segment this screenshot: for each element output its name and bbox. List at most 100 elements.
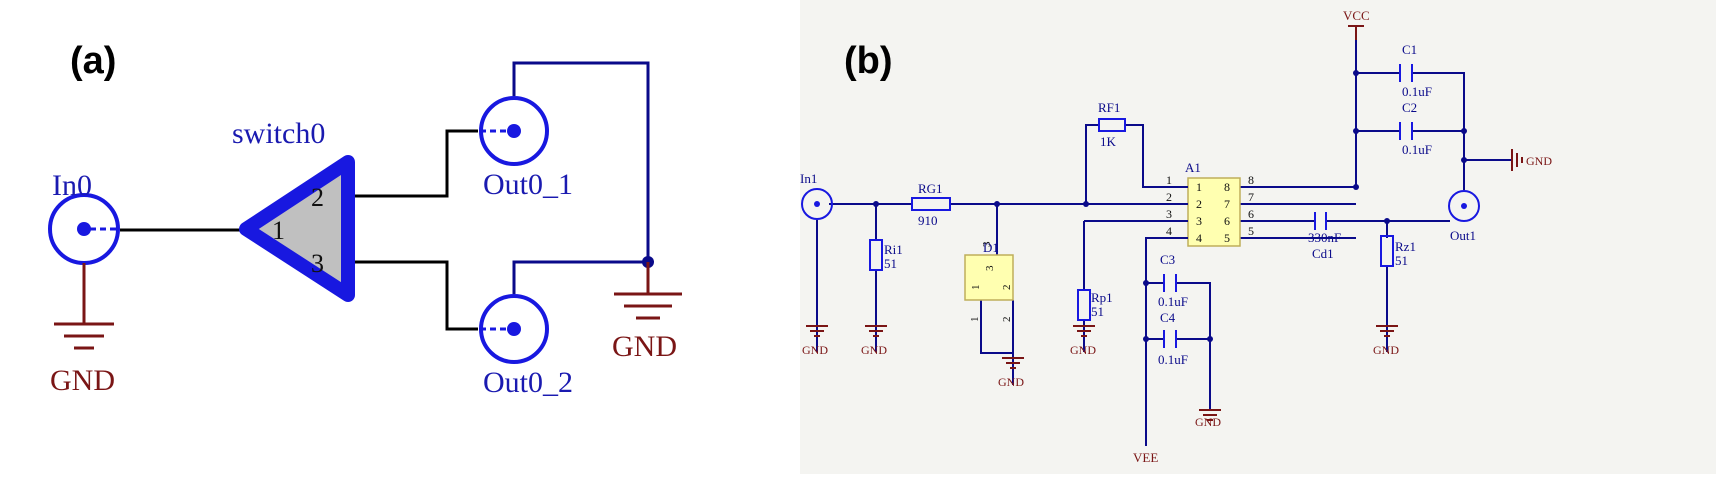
ic-inner-right-5: 5	[1224, 231, 1230, 245]
wire-out2-shield	[512, 260, 648, 294]
capacitor-c2	[1399, 122, 1413, 140]
gnd-symbols-b	[806, 149, 1523, 421]
connector-out0-1	[479, 96, 549, 166]
gnd-label-a1: GND	[50, 364, 115, 397]
cd1-name: Cd1	[1312, 246, 1334, 261]
ic-left-pin-4: 4	[1166, 224, 1172, 238]
rf1-value: 1K	[1100, 134, 1117, 149]
label-out0-1: Out0_1	[483, 168, 573, 201]
gnd-label-b3: GND	[998, 375, 1024, 389]
ic-inner-left-2: 2	[1196, 197, 1202, 211]
switch-pin-3: 3	[311, 249, 324, 278]
d1-name: D1	[983, 240, 999, 255]
gnd-b-d1	[1002, 357, 1024, 369]
vcc-label: VCC	[1343, 8, 1370, 23]
label-out1: Out1	[1450, 228, 1476, 243]
connector-out0-2	[479, 294, 549, 364]
rf1-name: RF1	[1098, 100, 1120, 115]
c3-value: 0.1uF	[1158, 294, 1188, 309]
panel-a: (a) In0 GND switch0	[0, 0, 800, 474]
capacitor-c3	[1163, 274, 1177, 292]
gnd-b-ri1	[865, 325, 887, 337]
d1-outer-pin-2: 2	[1001, 317, 1013, 323]
ic-left-pin-2: 2	[1166, 190, 1172, 204]
diode-d1	[964, 254, 1014, 301]
c2-name: C2	[1402, 100, 1417, 115]
resistor-rg1	[911, 197, 951, 211]
resistor-rp1	[1077, 289, 1091, 321]
gnd-symbol-a2	[614, 262, 682, 320]
ic-inner-left-3: 3	[1196, 214, 1202, 228]
gnd-b-rp1	[1073, 325, 1095, 337]
gnd-label-b2: GND	[861, 343, 887, 357]
rg1-name: RG1	[918, 181, 943, 196]
ic-right-pin-6: 6	[1248, 207, 1254, 221]
wire-switch-to-out2	[352, 260, 478, 331]
d1-inner-pin-2: 2	[1001, 285, 1013, 291]
rp1-name: Rp1	[1091, 290, 1113, 305]
gnd-label-b7: GND	[1526, 154, 1552, 168]
rz1-name: Rz1	[1395, 239, 1416, 254]
rg1-value: 910	[918, 213, 938, 228]
switch-pin-1: 1	[272, 216, 285, 245]
switch-pin-2: 2	[311, 183, 324, 212]
gnd-symbol-a1	[54, 322, 114, 350]
capacitor-c4	[1163, 330, 1177, 348]
d1-outer-pin-3: 3	[981, 241, 993, 247]
resistor-rf1	[1098, 118, 1126, 132]
c2-value: 0.1uF	[1402, 142, 1432, 157]
schematic-b: In1 RG1 910 Ri1 51 D1 3 1 2 3 1 2 RF1 1K…	[800, 8, 1552, 465]
vcc-symbol	[1348, 25, 1364, 40]
wires-b	[816, 26, 1512, 446]
label-in0: In0	[52, 169, 92, 202]
ic-inner-right-7: 7	[1224, 197, 1230, 211]
c1-name: C1	[1402, 42, 1417, 57]
label-in1: In1	[800, 171, 817, 186]
schematic-a: In0 GND switch0 1 2 3 Out0_1 Out0_2	[48, 61, 682, 399]
gnd-b-c4	[1199, 409, 1221, 421]
ic-inner-left-1: 1	[1196, 180, 1202, 194]
d1-inner-pin-3: 3	[984, 265, 996, 271]
gnd-b-in1	[806, 325, 828, 337]
rz1-value: 51	[1395, 253, 1408, 268]
resistor-ri1	[869, 239, 883, 271]
wire-switch-to-out1	[352, 129, 478, 198]
ic-pin-lines	[1148, 186, 1188, 239]
gnd-label-b4: GND	[1070, 343, 1096, 357]
panel-b-label: (b)	[844, 40, 893, 82]
ic-name: A1	[1185, 160, 1201, 175]
panel-a-label: (a)	[70, 40, 117, 82]
c4-name: C4	[1160, 310, 1176, 325]
connector-in0	[48, 193, 120, 324]
d1-inner-pin-1: 1	[970, 285, 982, 291]
ri1-value: 51	[884, 256, 897, 271]
cd1-value: 330nF	[1308, 230, 1341, 245]
ic-right-pin-7: 7	[1248, 190, 1254, 204]
connector-out1	[1448, 190, 1480, 222]
gnd-label-b1: GND	[802, 343, 828, 357]
ic-a1	[1187, 177, 1241, 247]
switch0-triangle	[239, 155, 355, 302]
ic-left-pin-1: 1	[1166, 173, 1172, 187]
ic-inner-right-8: 8	[1224, 180, 1230, 194]
ri1-name: Ri1	[884, 242, 903, 257]
ic-right-pin-5: 5	[1248, 224, 1254, 238]
gnd-label-b6: GND	[1373, 343, 1399, 357]
ic-left-pin-3: 3	[1166, 207, 1172, 221]
panel-b: (b)	[800, 0, 1716, 474]
d1-outer-pin-1: 1	[969, 317, 981, 323]
rp1-value: 51	[1091, 304, 1104, 319]
ic-right-pin-8: 8	[1248, 173, 1254, 187]
ic-inner-left-4: 4	[1196, 231, 1202, 245]
label-out0-2: Out0_2	[483, 366, 573, 399]
c4-value: 0.1uF	[1158, 352, 1188, 367]
c3-name: C3	[1160, 252, 1175, 267]
capacitor-c1	[1399, 64, 1413, 82]
label-switch0: switch0	[232, 117, 325, 150]
connector-in1	[801, 188, 833, 220]
vee-label: VEE	[1133, 450, 1158, 465]
junctions-b	[873, 70, 1467, 342]
capacitor-cd1	[1314, 212, 1327, 230]
gnd-label-a2: GND	[612, 330, 677, 363]
c1-value: 0.1uF	[1402, 84, 1432, 99]
